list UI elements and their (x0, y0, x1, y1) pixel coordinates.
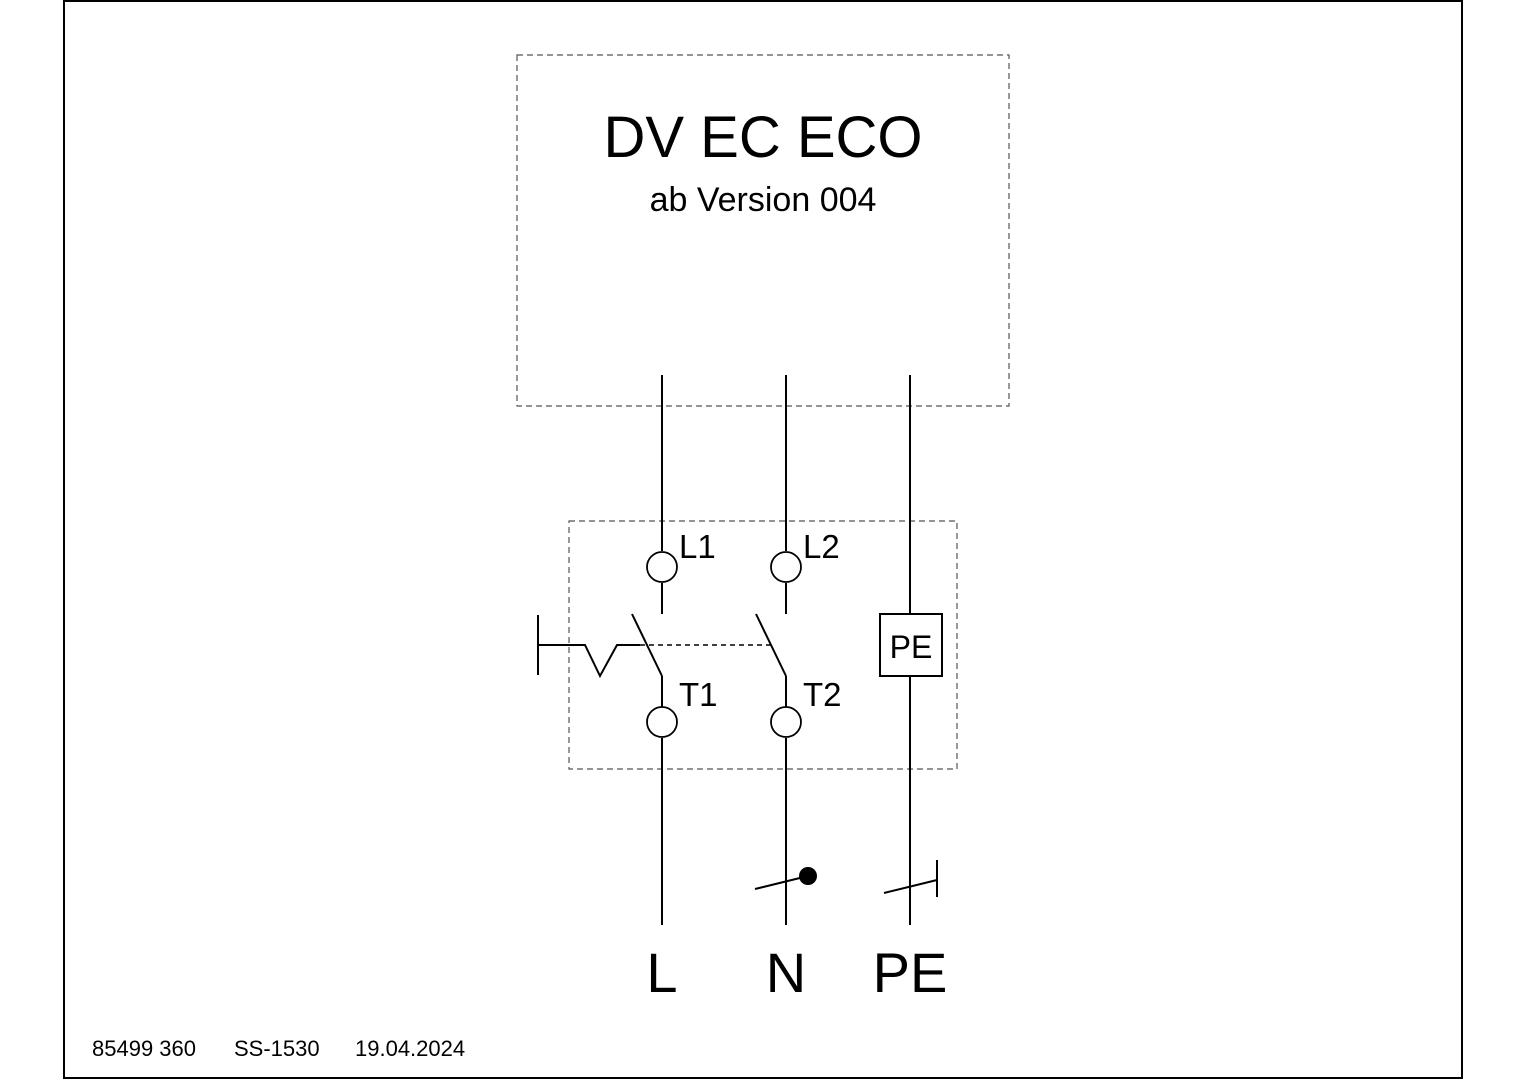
label-supply-l: L (646, 941, 677, 1004)
footer-doc-code: SS-1530 (234, 1036, 320, 1061)
n-conductor-mark (754, 875, 809, 890)
footer-part-number: 85499 360 (92, 1036, 196, 1061)
pe-conductor-mark (883, 879, 938, 894)
terminal-l2 (770, 551, 802, 583)
device-box (516, 54, 1010, 407)
label-t2: T2 (803, 676, 842, 713)
label-pe-terminal: PE (890, 629, 933, 665)
label-l1: L1 (679, 528, 716, 565)
switch-blade-1 (631, 613, 663, 677)
drawing-frame (63, 0, 1463, 1079)
actuator-linkage (538, 644, 640, 679)
terminal-l1 (646, 551, 678, 583)
label-t1: T1 (679, 676, 718, 713)
device-title: DV EC ECO (603, 105, 922, 170)
n-conductor-dot (799, 867, 817, 885)
label-supply-pe: PE (873, 941, 948, 1004)
terminal-t1 (646, 706, 678, 738)
label-l2: L2 (803, 528, 840, 565)
terminal-t2 (770, 706, 802, 738)
device-subtitle: ab Version 004 (650, 181, 877, 219)
footer-date: 19.04.2024 (355, 1036, 465, 1061)
label-supply-n: N (766, 941, 806, 1004)
isolator-switch-box (568, 520, 958, 770)
